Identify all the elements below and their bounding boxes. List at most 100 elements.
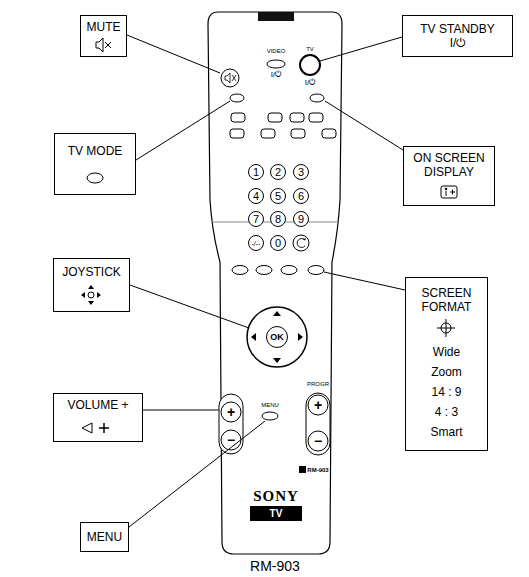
- remote-button: 8: [270, 211, 286, 227]
- remote-button: OK: [266, 326, 288, 348]
- logo-square: [299, 466, 306, 473]
- volume-up: [221, 402, 241, 422]
- callout-title: SCREEN FORMAT: [410, 286, 483, 314]
- callout-text: Wide: [433, 342, 460, 362]
- model-number: RM-903: [307, 467, 328, 473]
- small-button: [261, 129, 275, 138]
- volume-icon-plus: [99, 423, 109, 433]
- callout-box: VOLUME +: [53, 393, 143, 442]
- small-button: [290, 113, 304, 122]
- button-caption: VIDEO: [267, 48, 286, 54]
- callout-icons: [81, 38, 457, 433]
- callout-text: Smart: [430, 422, 462, 442]
- button-caption: PROGR: [307, 381, 329, 387]
- program-rocker: [306, 393, 330, 455]
- button-label: 9: [298, 214, 304, 225]
- leader-line: [325, 101, 403, 150]
- jump-button: [293, 235, 309, 251]
- effect-button: [281, 266, 297, 275]
- callout-title: MENU: [87, 530, 122, 544]
- button-caption: TV: [306, 46, 314, 52]
- osd-button: [310, 94, 324, 102]
- tv-mode-icon: [87, 173, 103, 183]
- plus-sign: +: [314, 398, 322, 412]
- small-button: [291, 129, 305, 138]
- tv-standby-button: [300, 55, 320, 75]
- callout-title: TV STANDBY: [420, 22, 494, 36]
- mute-button: [221, 69, 239, 87]
- ir-window: [258, 12, 294, 21]
- remote-button: 4: [248, 188, 264, 204]
- callout-title: VOLUME +: [67, 398, 128, 412]
- arrow-up: [88, 285, 94, 289]
- plus-sign: +: [227, 405, 235, 419]
- callout-box: TV MODE: [54, 133, 136, 195]
- power-symbol: I/⏻: [305, 79, 315, 87]
- arrow-right: [298, 333, 303, 341]
- arrow-down: [88, 301, 94, 305]
- minus-sign: −: [314, 434, 322, 448]
- leader-line: [136, 101, 230, 160]
- arrow-left: [251, 333, 256, 341]
- button-label: 0: [275, 238, 281, 249]
- joystick-arrows: [251, 311, 303, 363]
- screen-format-button: [308, 266, 324, 275]
- osd-icon-marks: [446, 190, 455, 197]
- leader-line: [320, 37, 402, 61]
- remote-buttons: [219, 55, 336, 521]
- button-label: 7: [253, 214, 259, 225]
- joystick-ring: [247, 307, 307, 367]
- remote-button: 2: [270, 164, 286, 180]
- remote-button: -/--: [248, 235, 264, 251]
- remote-button: 5: [270, 188, 286, 204]
- remote-button: 7: [248, 211, 264, 227]
- remote-button: 3: [293, 164, 309, 180]
- tv-badge-text: TV: [270, 509, 283, 519]
- callout-title: ON SCREEN DISPLAY: [408, 151, 490, 179]
- menu-button: [262, 412, 278, 420]
- jump-icon: [297, 238, 305, 247]
- callout-box: MUTE: [80, 15, 127, 57]
- arrow-down: [273, 358, 281, 363]
- sound-button: [232, 266, 248, 275]
- program-up: [308, 395, 328, 415]
- button-label: OK: [270, 333, 284, 342]
- power-symbol: I/⏻: [271, 71, 281, 79]
- callout-text: I/⏻: [450, 36, 466, 50]
- leader-lines: [127, 35, 405, 527]
- volume-rocker: [219, 394, 243, 454]
- callout-box: JOYSTICK: [53, 258, 130, 312]
- remote-button: 0: [270, 235, 286, 251]
- button-label: 3: [298, 167, 304, 178]
- screen-format-icon-cross: [437, 319, 455, 337]
- remote-outline: [208, 12, 342, 554]
- arrow-right: [97, 292, 101, 298]
- small-button: [322, 129, 336, 138]
- video-standby-button: [267, 60, 285, 68]
- callout-box: TV STANDBYI/⏻: [402, 15, 513, 57]
- joystick-icon-arrows: [81, 285, 101, 305]
- callout-box: SCREEN FORMATWideZoom14 : 94 : 3Smart: [405, 277, 488, 451]
- program-down: [308, 431, 328, 451]
- callout-box: MENU: [80, 522, 129, 552]
- button-label: 6: [298, 191, 304, 202]
- remote-button: 9: [293, 211, 309, 227]
- volume-icon: [82, 423, 92, 433]
- callout-title: JOYSTICK: [62, 265, 121, 279]
- callout-text: 4 : 3: [435, 402, 458, 422]
- button-caption: MENU: [261, 402, 279, 408]
- joystick-icon: [88, 292, 94, 298]
- mute-button-icon: [225, 73, 236, 83]
- tv-badge: [250, 506, 302, 521]
- leader-line: [127, 35, 220, 73]
- remote-body: [208, 12, 342, 554]
- small-button: [230, 129, 244, 138]
- figure-caption: RM-903: [250, 559, 300, 573]
- arrow-up: [273, 311, 281, 316]
- osd-icon-dot: [445, 188, 447, 190]
- small-button: [231, 113, 245, 122]
- button-label: 5: [275, 191, 281, 202]
- button-label: 8: [275, 214, 281, 225]
- remote-button: 6: [293, 188, 309, 204]
- callout-text: Zoom: [431, 362, 462, 382]
